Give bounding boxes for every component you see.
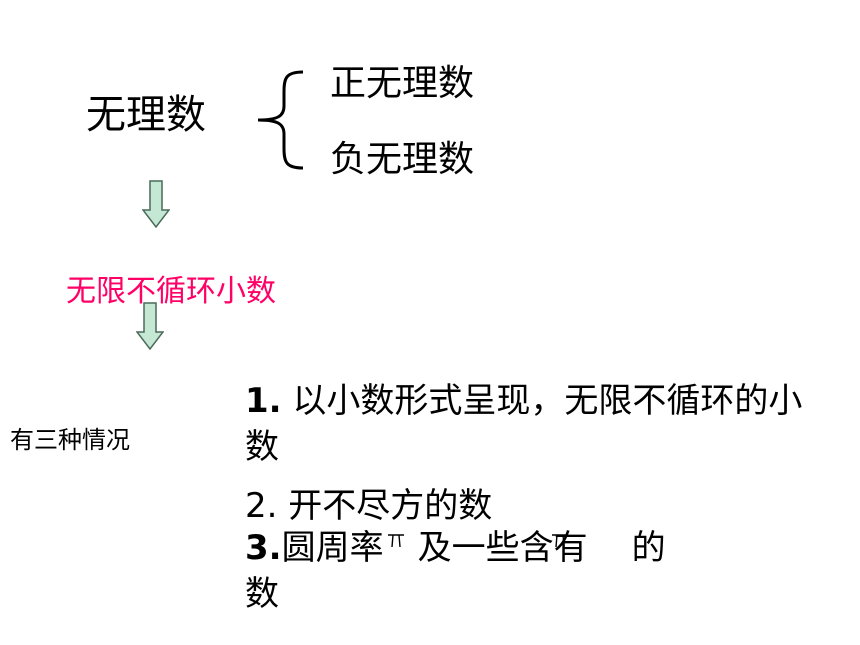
case-number: 1. xyxy=(245,381,282,421)
case-text: 开不尽方的数 xyxy=(288,486,493,526)
down-arrow-icon xyxy=(136,302,164,350)
cases-label: 有三种情况 xyxy=(10,426,130,454)
case-text: 以小数形式呈现，无限不循环的小数 xyxy=(245,381,803,467)
case-number: 2. xyxy=(245,486,278,526)
term-negative-irrational: 负无理数 xyxy=(330,139,475,180)
term-positive-irrational: 正无理数 xyxy=(330,63,475,104)
term-irrational-number: 无理数 xyxy=(86,92,206,138)
definition-text: 无限不循环小数 xyxy=(66,274,276,309)
down-arrow-icon xyxy=(142,180,170,228)
case-text-c: 的 xyxy=(631,528,666,568)
pi-symbol-icon xyxy=(552,534,568,548)
case-item-1: 1. 以小数形式呈现，无限不循环的小数 xyxy=(245,378,815,470)
case-number: 3. xyxy=(245,528,282,568)
case-text-d: 数 xyxy=(245,574,279,614)
left-brace-icon xyxy=(257,70,304,170)
case-item-3: 3.圆周率及一些含有的 数 xyxy=(245,525,765,617)
pi-symbol-icon xyxy=(388,534,404,548)
case-item-2: 2. 开不尽方的数 xyxy=(245,478,492,527)
case-text-a: 圆周率 xyxy=(281,528,384,568)
